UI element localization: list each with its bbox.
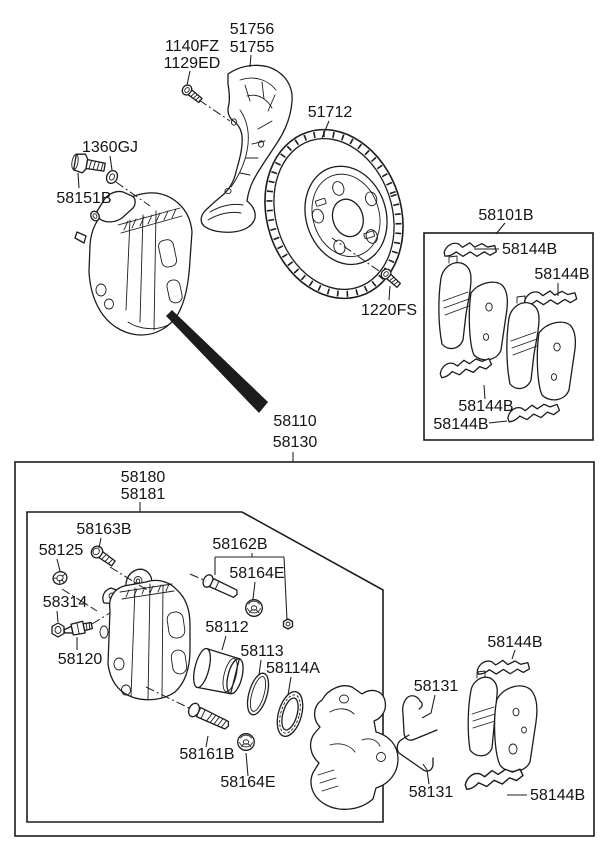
callout-labels: 51756 51755 1140FZ 1129ED 51712 1360GJ 5… [39, 21, 590, 804]
kit-nut-drawing [282, 618, 294, 630]
piston-drawing [193, 647, 244, 695]
callout-pad-spring-lower: 58131 [409, 784, 454, 801]
callout-pad-clip-right-bottom: 58144B [530, 787, 585, 804]
callout-pad-clip-kit-tr: 58144B [534, 266, 589, 283]
callout-pad-spring-upper: 58131 [414, 678, 459, 695]
callout-pad-kit: 58101B [478, 207, 533, 224]
callout-cap-upper: 58164E [229, 565, 284, 582]
callout-washer: 1360GJ [82, 139, 138, 156]
caliper-assembly-drawing [74, 190, 193, 336]
callout-shield-line1: 51756 [230, 21, 275, 38]
leader-lines [56, 54, 559, 796]
callout-clip-nut: 58125 [39, 542, 84, 559]
callout-piston: 58112 [205, 619, 248, 636]
caliper-body-drawing [99, 568, 191, 701]
assembly-axis-lines [61, 99, 380, 709]
nut-drawing [51, 622, 65, 638]
callout-disc-screw: 1220FS [361, 302, 417, 319]
callout-shield-screw-line2: 1129ED [164, 55, 221, 72]
shield-screw-drawing [181, 84, 203, 104]
pointer-wedge [166, 310, 268, 413]
brake-disc-drawing [264, 128, 404, 300]
clip-nut-drawing [52, 571, 68, 585]
pad-set-right-drawing [464, 659, 538, 791]
callout-shield-line2: 51755 [230, 39, 275, 56]
callout-disc: 51712 [308, 104, 353, 121]
pad-pair-drawing [438, 255, 508, 361]
callout-guide-rod-kit: 58162B [212, 536, 267, 553]
callout-pad-clip-right-top: 58144B [487, 634, 542, 651]
callout-caliper-sub-line1: 58180 [121, 469, 166, 486]
caliper-assembly-box [14, 461, 595, 837]
piston-boot-drawing [276, 691, 304, 737]
piston-seal-drawing [246, 672, 270, 716]
callout-caliper-assy-line2: 58130 [273, 434, 318, 451]
pad-spring-drawing [396, 695, 438, 772]
callout-nut: 58314 [43, 594, 88, 611]
cap-lower-drawing [237, 733, 255, 751]
callout-pad-clip-kit-tl: 58144B [502, 241, 557, 258]
caliper-bolt-drawing [71, 153, 106, 174]
guide-bolt-drawing [90, 545, 116, 567]
callout-caliper-assy-line1: 58110 [273, 413, 316, 430]
callout-guide-rod: 58161B [179, 746, 234, 763]
callout-bleeder-screw: 58120 [58, 651, 103, 668]
disc-screw-drawing [380, 268, 402, 288]
callout-pad-clip-kit-bottom: 58144B [433, 416, 488, 433]
dust-shield-drawing [200, 64, 293, 233]
pad-clip-drawing [443, 242, 497, 258]
washer-drawing [105, 169, 119, 185]
callout-piston-boot: 58114A [266, 660, 320, 677]
pad-clip-drawing [439, 358, 493, 379]
callout-shield-screw-line1: 1140FZ [165, 38, 219, 55]
carrier-bracket-drawing [309, 685, 399, 810]
callout-caliper-bolt: 58151B [56, 190, 111, 207]
callout-caliper-sub-line2: 58181 [121, 486, 166, 503]
pad-pair-drawing [506, 295, 576, 401]
guide-rod-upper-drawing [202, 574, 238, 598]
callout-pad-clip-kit-bl: 58144B [458, 398, 513, 415]
pad-kit-box [423, 232, 594, 441]
cap-upper-drawing [245, 599, 263, 617]
bleeder-screw-drawing [63, 620, 94, 636]
callout-cap-lower: 58164E [220, 774, 275, 791]
pad-clip-drawing [507, 403, 561, 423]
callout-guide-bolt: 58163B [76, 521, 131, 538]
guide-rod-lower-drawing [187, 702, 230, 730]
callout-piston-seal: 58113 [240, 643, 283, 660]
